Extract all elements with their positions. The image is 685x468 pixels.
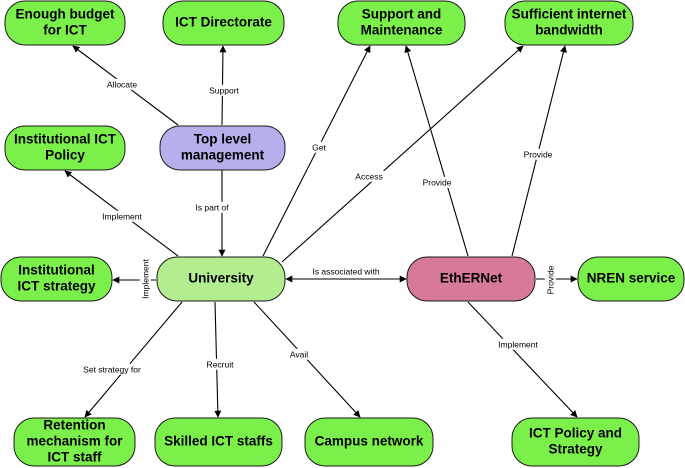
- node-label: ICT Policy and: [529, 426, 622, 441]
- node-label: for ICT: [43, 23, 87, 38]
- edge-access-arrow: [281, 45, 524, 263]
- edge-label-implement-strategy: Implement: [140, 259, 150, 299]
- node-label: Enough budget: [16, 7, 115, 22]
- node-label: mechanism for: [26, 434, 123, 449]
- node-skilled-staff: Skilled ICT staffs: [154, 417, 283, 467]
- edge-label-set-strategy: Set strategy for: [83, 364, 141, 374]
- node-ethernet: EthERNet: [406, 256, 536, 302]
- node-label: Top level: [194, 132, 252, 147]
- node-label: Campus network: [315, 434, 424, 449]
- edge-label-background: [105, 78, 139, 90]
- edge-label-background: [496, 338, 540, 350]
- node-box: [154, 417, 283, 467]
- node-label: Retention: [43, 418, 105, 433]
- node-box: [4, 125, 126, 171]
- node-box: [577, 256, 685, 302]
- edge-set-strategy-arrow: [84, 301, 183, 418]
- node-nren-service: NREN service: [577, 256, 685, 302]
- node-label: Policy: [45, 148, 85, 163]
- node-label: EthERNet: [440, 271, 503, 286]
- edge-implement-ethernet-arrow: [467, 301, 578, 418]
- node-label: Institutional ICT: [14, 132, 117, 147]
- node-box: [0, 256, 113, 302]
- edge-label-provide-nren: Provide: [545, 265, 555, 294]
- edge-label-background: [288, 348, 310, 360]
- node-label: ICT Directorate: [175, 15, 272, 30]
- node-box: [504, 0, 634, 46]
- edge-label-access: Access: [355, 171, 382, 181]
- node-university: University: [156, 256, 286, 302]
- node-box: [406, 256, 536, 302]
- edge-label-background: [193, 201, 231, 213]
- node-box: [13, 417, 136, 467]
- node-label: bandwidth: [535, 23, 603, 38]
- node-label: Strategy: [548, 442, 603, 457]
- node-label: University: [188, 271, 254, 286]
- edge-label-provide-bandwidth: Provide: [524, 149, 553, 159]
- node-label: NREN service: [587, 271, 676, 286]
- node-label: Skilled ICT staffs: [164, 434, 273, 449]
- edge-label-background: [353, 170, 385, 182]
- edge-label-background: [522, 148, 555, 160]
- edge-label-associated: Is associated with: [312, 266, 379, 276]
- edge-label-allocate: Allocate: [107, 79, 138, 89]
- edge-label-is-part-of: Is part of: [195, 202, 229, 212]
- edge-label-background: [544, 263, 556, 296]
- edge-label-background: [100, 210, 144, 222]
- edge-label-avail: Avail: [290, 349, 308, 359]
- node-box: [156, 256, 286, 302]
- edge-label-background: [310, 141, 328, 153]
- node-label: Institutional: [18, 263, 95, 278]
- edge-label-background: [207, 84, 242, 96]
- node-box: [4, 0, 126, 46]
- edge-label-background: [310, 265, 382, 277]
- node-box: [337, 0, 466, 46]
- node-label: Sufficient internet: [512, 7, 627, 22]
- node-box: [511, 417, 640, 467]
- edge-provide-support-arrow: [404, 45, 469, 257]
- node-label: management: [181, 148, 265, 163]
- edge-label-background: [81, 363, 143, 375]
- edge-label-support: Support: [209, 85, 239, 95]
- edge-label-background: [421, 176, 454, 188]
- node-label: ICT staff: [48, 450, 103, 465]
- node-box: [159, 125, 286, 171]
- edge-label-get: Get: [312, 142, 326, 152]
- edge-label-background: [205, 358, 236, 370]
- node-label: Support and: [362, 7, 442, 22]
- node-label: Maintenance: [361, 23, 443, 38]
- edge-label-provide-support: Provide: [423, 177, 452, 187]
- edge-label-implement-policy: Implement: [102, 211, 142, 221]
- node-box: [162, 0, 285, 46]
- node-box: [304, 417, 434, 467]
- node-campus-network: Campus network: [304, 417, 434, 467]
- edge-label-background: [139, 257, 151, 301]
- node-ict-directorate: ICT Directorate: [162, 0, 285, 46]
- edge-label-implement-ethernet: Implement: [498, 339, 538, 349]
- edge-label-recruit: Recruit: [207, 359, 235, 369]
- node-label: ICT strategy: [17, 279, 96, 294]
